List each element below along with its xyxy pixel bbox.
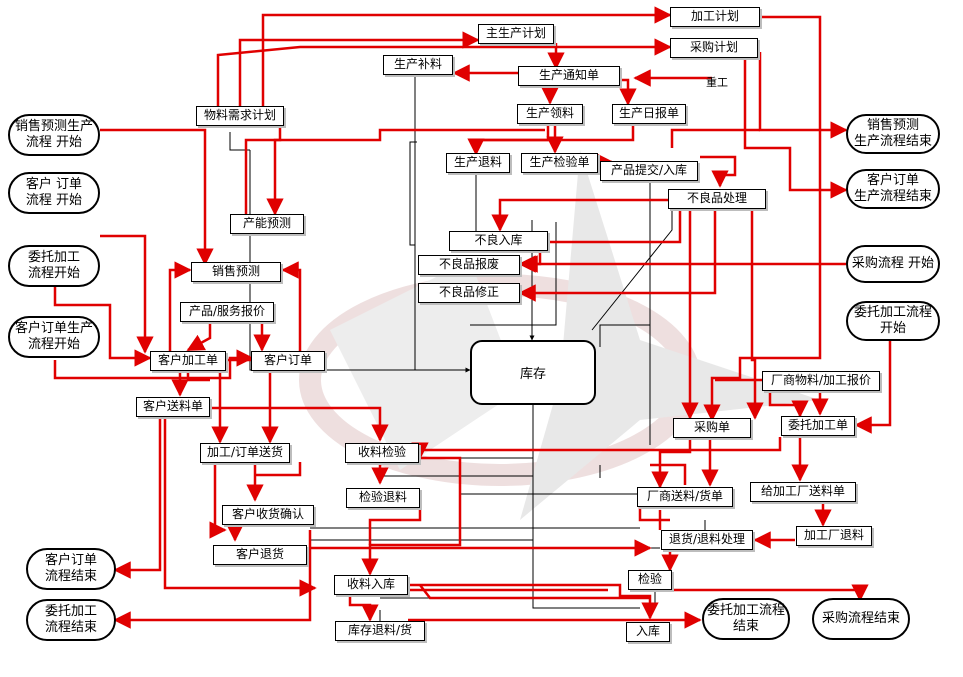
box-weituo-jiagongdan[interactable]: 委托加工单 bbox=[781, 416, 855, 436]
box-jiagong-dingdan-songhuo[interactable]: 加工/订单送货 bbox=[200, 443, 290, 463]
terminal-weituo-jiagong-jieshu[interactable]: 委托加工 流程结束 bbox=[26, 599, 116, 641]
box-buliangpin-xiuzheng[interactable]: 不良品修正 bbox=[418, 283, 520, 303]
box-shengchan-jianyandan[interactable]: 生产检验单 bbox=[521, 153, 598, 173]
terminal-weituo-jiagong-liucheng-jieshu[interactable]: 委托加工流程 结束 bbox=[702, 598, 790, 640]
terminal-xiaoshou-yuce-jieshu[interactable]: 销售预测 生产流程结束 bbox=[846, 114, 940, 154]
terminal-kehu-dingdan-shengchan-jieshu[interactable]: 客户订单 生产流程结束 bbox=[846, 169, 940, 209]
box-kehu-shouhuo-queren[interactable]: 客户收货确认 bbox=[222, 505, 314, 525]
box-shengchan-buliao[interactable]: 生产补料 bbox=[383, 55, 453, 75]
box-kehu-songliaodan[interactable]: 客户送料单 bbox=[136, 397, 210, 417]
box-channeng-yuce[interactable]: 产能预测 bbox=[230, 214, 304, 234]
box-xiaoshou-yuce[interactable]: 销售预测 bbox=[191, 262, 281, 282]
terminal-weituo-jiagong-kaishi[interactable]: 委托加工 流程开始 bbox=[8, 245, 100, 287]
label-chonggong: 重工 bbox=[706, 76, 728, 89]
box-chanpin-tijiao-ruku[interactable]: 产品提交/入库 bbox=[600, 161, 698, 181]
terminal-caigou-jieshu[interactable]: 采购流程结束 bbox=[812, 598, 910, 640]
box-shouliao-jianyan[interactable]: 收料检验 bbox=[345, 443, 419, 463]
box-caigoudan[interactable]: 采购单 bbox=[673, 418, 751, 438]
box-changshang-wuliao-baojia[interactable]: 厂商物料/加工报价 bbox=[762, 371, 880, 391]
box-buliangpin-baofei[interactable]: 不良品报废 bbox=[418, 255, 520, 275]
box-kucun-tuiliao-huo[interactable]: 库存退料/货 bbox=[335, 621, 425, 641]
box-caigou-jihua[interactable]: 采购计划 bbox=[670, 38, 758, 58]
box-jiagong-jihua[interactable]: 加工计划 bbox=[670, 7, 760, 27]
box-jianyan-tuiliao[interactable]: 检验退料 bbox=[346, 488, 420, 508]
box-kehu-tuihuo[interactable]: 客户退货 bbox=[213, 545, 307, 565]
box-buliang-ruku[interactable]: 不良入库 bbox=[449, 231, 548, 251]
terminal-kehu-dingdan-shengchan-kaishi[interactable]: 客户订单生产 流程开始 bbox=[8, 316, 100, 358]
box-chanpin-fuwu-baojia[interactable]: 产品/服务报价 bbox=[180, 302, 274, 322]
box-shengchan-tongzhidan[interactable]: 生产通知单 bbox=[518, 66, 620, 86]
terminal-kehu-dingdan-kaishi[interactable]: 客户 订单 流程 开始 bbox=[8, 172, 100, 214]
box-jianyan[interactable]: 检验 bbox=[628, 570, 672, 590]
box-shengchan-lingliao[interactable]: 生产领料 bbox=[517, 104, 583, 124]
box-ruku[interactable]: 入库 bbox=[626, 622, 670, 642]
red-flow-connectors bbox=[53, 6, 892, 629]
terminal-kehu-dingdan-jieshu[interactable]: 客户订单 流程结束 bbox=[26, 548, 116, 590]
box-changshang-songliao[interactable]: 厂商送料/货单 bbox=[637, 487, 733, 507]
box-jiagongchang-tuiliao[interactable]: 加工厂退料 bbox=[796, 526, 872, 546]
box-kucun[interactable]: 库存 bbox=[470, 340, 596, 405]
box-zhu-shengchan-jihua[interactable]: 主生产计划 bbox=[478, 24, 554, 44]
terminal-xiaoshou-yuce-kaishi[interactable]: 销售预测生产 流程 开始 bbox=[8, 114, 100, 156]
box-wuliao-xuqiu-jihua[interactable]: 物料需求计划 bbox=[196, 106, 284, 126]
box-shengchan-ribaodan[interactable]: 生产日报单 bbox=[612, 104, 686, 124]
box-shouliao-ruku[interactable]: 收料入库 bbox=[334, 575, 408, 595]
terminal-weituo-jiagong-liucheng-kaishi[interactable]: 委托加工流程 开始 bbox=[846, 301, 940, 341]
box-shengchan-tuiliao[interactable]: 生产退料 bbox=[446, 153, 510, 173]
box-kehu-jiagongdan[interactable]: 客户加工单 bbox=[150, 351, 226, 371]
box-tuihuo-tuiliao-chuli[interactable]: 退货/退料处理 bbox=[661, 530, 753, 550]
terminal-caigou-kaishi[interactable]: 采购流程 开始 bbox=[846, 245, 940, 283]
box-buliangpin-chuli[interactable]: 不良品处理 bbox=[668, 189, 766, 209]
box-kehu-dingdan[interactable]: 客户订单 bbox=[251, 351, 325, 371]
box-gei-jiagongchang-songliaodan[interactable]: 给加工厂送料单 bbox=[750, 482, 856, 502]
